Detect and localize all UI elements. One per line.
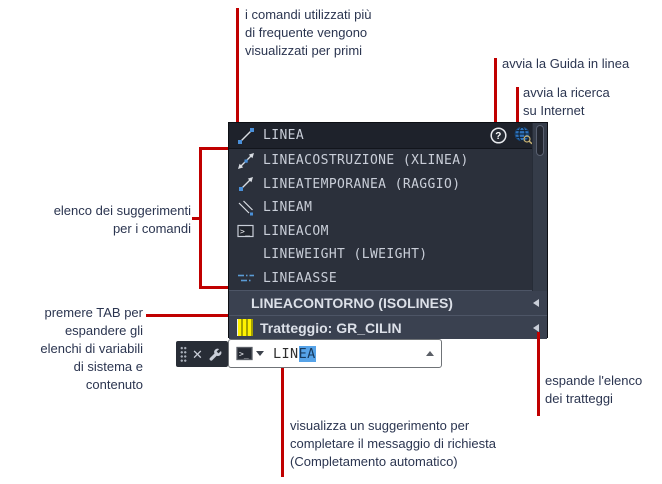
suggestion-row-lineaasse[interactable]: LINEAASSE [229, 267, 547, 291]
suggestion-row-lineam[interactable]: LINEAM [229, 196, 547, 220]
svg-text:>_: >_ [239, 350, 249, 359]
category-label: LINEACONTORNO (ISOLINES) [251, 295, 453, 311]
suggestion-row-lineweight[interactable]: LINEWEIGHT (LWEIGHT) [229, 243, 547, 267]
scrollbar-track[interactable] [532, 123, 547, 291]
suggestion-label: LINEA [263, 128, 305, 143]
suggestion-label: LINEWEIGHT (LWEIGHT) [263, 247, 428, 263]
callout-line-search [516, 87, 519, 122]
callout-line-hatches [537, 332, 540, 416]
callout-bracket-arm-bottom [199, 286, 228, 289]
expand-left-triangle-icon[interactable] [533, 299, 539, 307]
callout-line-autocomplete [281, 368, 284, 477]
suggestion-label: LINEAASSE [263, 270, 338, 286]
commandline-toolbar: ✕ [176, 341, 228, 367]
annotation-online-help: avvia la Guida in linea [502, 56, 630, 71]
suggestion-row-lineacom[interactable]: >_ LINEACOM [229, 220, 547, 244]
svg-text:?: ? [495, 131, 502, 142]
category-row-hatch[interactable]: Tratteggio: GR_CILIN [229, 315, 547, 339]
suggestion-row-lineacostruzione[interactable]: LINEACOSTRUZIONE (XLINEA) [229, 149, 547, 173]
drag-grip[interactable] [180, 345, 187, 363]
callout-line-frequent [236, 8, 239, 122]
command-input-text: LINEA [273, 345, 316, 362]
expand-left-triangle-icon[interactable] [533, 323, 539, 332]
autocomplete-selection: EA [298, 345, 316, 362]
svg-text:>_: >_ [240, 227, 250, 236]
command-suggestion-panel: LINEA? LINEACOSTRUZIONE (XLINEA) LINEATEMP… [228, 122, 548, 339]
suggestion-row-lineatemporanea[interactable]: LINEATEMPORANEA (RAGGIO) [229, 173, 547, 197]
close-icon[interactable]: ✕ [192, 346, 203, 362]
annotation-frequent-commands: i comandi utilizzati più di frequente ve… [245, 7, 372, 58]
construction-line-icon [237, 152, 255, 170]
callout-line-help [494, 58, 497, 122]
recent-commands-dropdown-icon[interactable] [256, 351, 264, 356]
suggestion-label: LINEAM [263, 200, 313, 216]
category-row-isolines[interactable]: LINEACONTORNO (ISOLINES) [229, 290, 547, 315]
help-icon[interactable]: ? [490, 127, 507, 144]
command-prompt-icon: >_ [237, 222, 255, 240]
annotation-suggestion-list: elenco dei suggerimenti per i comandi [53, 203, 191, 236]
annotation-internet-search: avvia la ricerca su Internet [523, 85, 610, 118]
suggestion-label: LINEACOSTRUZIONE (XLINEA) [263, 153, 469, 169]
annotation-press-tab: premere TAB per espandere gli elenchi di… [40, 305, 143, 392]
line-icon [237, 127, 255, 145]
row-action-icons: ? [490, 126, 533, 145]
category-label: Tratteggio: GR_CILIN [260, 319, 402, 336]
collapse-suggestions-icon[interactable] [426, 351, 434, 356]
callout-bracket-vertical [199, 147, 202, 289]
command-prompt-icon: >_ [236, 346, 253, 361]
suggestion-label: LINEATEMPORANEA (RAGGIO) [263, 176, 461, 192]
hatch-swatch-icon [237, 319, 253, 336]
category-list: LINEACONTORNO (ISOLINES) Tratteggio: GR_C… [229, 290, 547, 339]
suggestion-label: LINEACOM [263, 223, 329, 239]
multiline-icon [237, 199, 255, 217]
internet-search-icon[interactable] [513, 126, 533, 145]
callout-line-tab [146, 314, 228, 317]
suggestion-row-linea[interactable]: LINEA? [229, 123, 547, 149]
annotation-expand-hatches: espande l'elenco dei tratteggi [545, 373, 643, 406]
suggestion-list: LINEA? LINEACOSTRUZIONE (XLINEA) LINEATEMP… [229, 123, 547, 290]
no-icon [237, 246, 255, 264]
scrollbar-thumb[interactable] [536, 125, 544, 156]
ray-icon [237, 175, 255, 193]
command-input[interactable]: >_ LINEA [228, 339, 442, 368]
callout-connector-suggestions [192, 217, 202, 220]
centerline-icon [237, 269, 255, 287]
annotation-autocomplete: visualizza un suggerimento per completar… [290, 418, 496, 469]
customize-wrench-icon[interactable] [208, 347, 223, 362]
callout-bracket-arm-top [199, 147, 228, 150]
